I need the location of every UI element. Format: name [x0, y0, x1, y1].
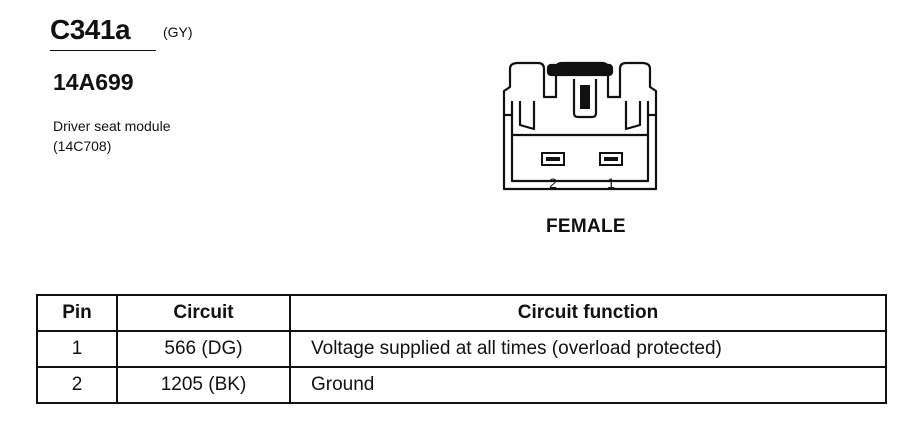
pin-cell: 2	[36, 366, 118, 404]
table-header-row: Pin Circuit Circuit function	[36, 294, 887, 332]
center-key	[572, 79, 598, 119]
pin-cavity-2	[541, 152, 565, 166]
column-header-pin: Pin	[36, 294, 118, 332]
pin-cavity-1	[599, 152, 623, 166]
connector-face-diagram: 2 1	[502, 61, 658, 191]
pin-cell: 1	[36, 330, 118, 368]
connector-id: C341a	[50, 14, 131, 45]
connector-color-code: (GY)	[163, 24, 193, 40]
connector-body	[510, 101, 650, 183]
circuit-cell: 1205 (BK)	[116, 366, 291, 404]
table-row: 1 566 (DG) Voltage supplied at all times…	[36, 330, 887, 368]
connector-outline	[502, 61, 658, 191]
table-row: 2 1205 (BK) Ground	[36, 366, 887, 404]
circuit-function-cell: Voltage supplied at all times (overload …	[289, 330, 887, 368]
connector-gender-label: FEMALE	[546, 216, 626, 237]
pin-label: 2	[549, 175, 557, 191]
right-rail	[624, 101, 642, 131]
column-header-circuit: Circuit	[116, 294, 291, 332]
component-description-code: (14C708)	[53, 138, 112, 154]
left-rail	[518, 101, 536, 131]
circuit-function-cell: Ground	[289, 366, 887, 404]
part-number: 14A699	[53, 69, 134, 95]
latch-bar	[546, 63, 614, 77]
pin-table: Pin Circuit Circuit function 1 566 (DG) …	[36, 294, 887, 404]
column-header-circuit-function: Circuit function	[289, 294, 887, 332]
pin-label: 1	[607, 175, 615, 191]
component-description: Driver seat module	[53, 118, 171, 134]
circuit-cell: 566 (DG)	[116, 330, 291, 368]
key-slot	[580, 85, 590, 109]
title-underline	[50, 50, 156, 51]
